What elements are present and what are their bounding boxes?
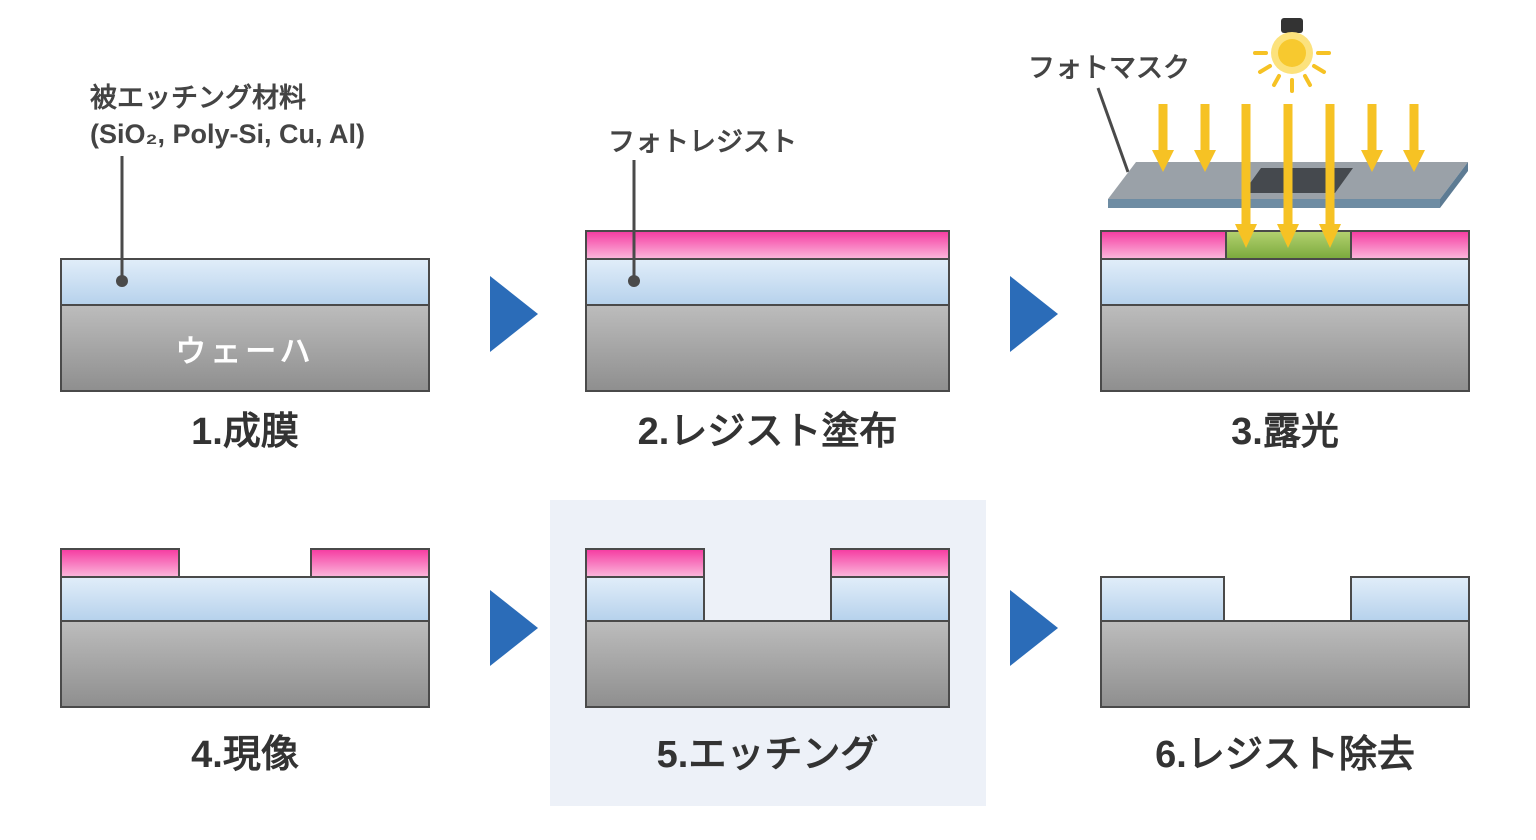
step-5-etch-material-left-segment	[585, 576, 705, 622]
step-3-wafer-block	[1100, 304, 1470, 392]
step-2-label: 2.レジスト塗布	[637, 411, 898, 453]
flow-arrow-step1-to-step2	[490, 276, 538, 352]
photomask-annotation: フォトマスク	[1028, 53, 1190, 83]
step-5-resist-left-segment	[585, 548, 705, 578]
photomask-pattern	[1243, 168, 1353, 193]
step-1-wafer-block: ウェーハ	[60, 304, 430, 392]
step-1-label: 1.成膜	[191, 411, 299, 453]
step-5-wafer-block	[585, 620, 950, 708]
step-4-resist-right-segment	[310, 548, 430, 578]
etch-material-annotation-line1: 被エッチング材料	[90, 83, 306, 113]
etch-material-annotation: 被エッチング材料 (SiO₂, Poly-Si, Cu, Al)	[90, 80, 365, 153]
step-1-etch-material-layer	[60, 258, 430, 306]
light-arrows-long	[1235, 104, 1341, 248]
step-5-resist-right-segment	[830, 548, 950, 578]
step-3-etch-material-layer	[1100, 258, 1470, 306]
light-arrows-short	[1152, 104, 1425, 172]
step-2-resist-layer	[585, 230, 950, 260]
flow-arrow-step4-to-step5	[490, 590, 538, 666]
step-4-label: 4.現像	[191, 734, 299, 776]
etch-material-annotation-line2: (SiO₂, Poly-Si, Cu, Al)	[90, 119, 366, 150]
step-2-wafer-block	[585, 304, 950, 392]
step-6-label: 6.レジスト除去	[1155, 734, 1415, 776]
step-3-label: 3.露光	[1231, 411, 1339, 453]
flow-arrow-step2-to-step3	[1010, 276, 1058, 352]
step-4-etch-material-layer	[60, 576, 430, 622]
step-4-wafer-block	[60, 620, 430, 708]
step-5-etch-material-right-segment	[830, 576, 950, 622]
light-bulb-icon	[1253, 18, 1331, 93]
photoresist-annotation: フォトレジスト	[608, 127, 797, 157]
step-5-label: 5.エッチング	[656, 734, 879, 776]
wafer-label: ウェーハ	[175, 333, 315, 369]
step-6-wafer-block	[1100, 620, 1470, 708]
step-6-etch-material-left-segment	[1100, 576, 1225, 622]
photomask-leader-line	[1096, 87, 1130, 173]
step-3-exposed-resist-segment	[1225, 230, 1352, 260]
step-3-resist-right-segment	[1350, 230, 1470, 260]
step-4-resist-left-segment	[60, 548, 180, 578]
flow-arrow-step5-to-step6	[1010, 590, 1058, 666]
photomask-plate	[1108, 162, 1468, 208]
step-3-resist-left-segment	[1100, 230, 1227, 260]
step-6-etch-material-right-segment	[1350, 576, 1470, 622]
step-2-etch-material-layer	[585, 258, 950, 306]
